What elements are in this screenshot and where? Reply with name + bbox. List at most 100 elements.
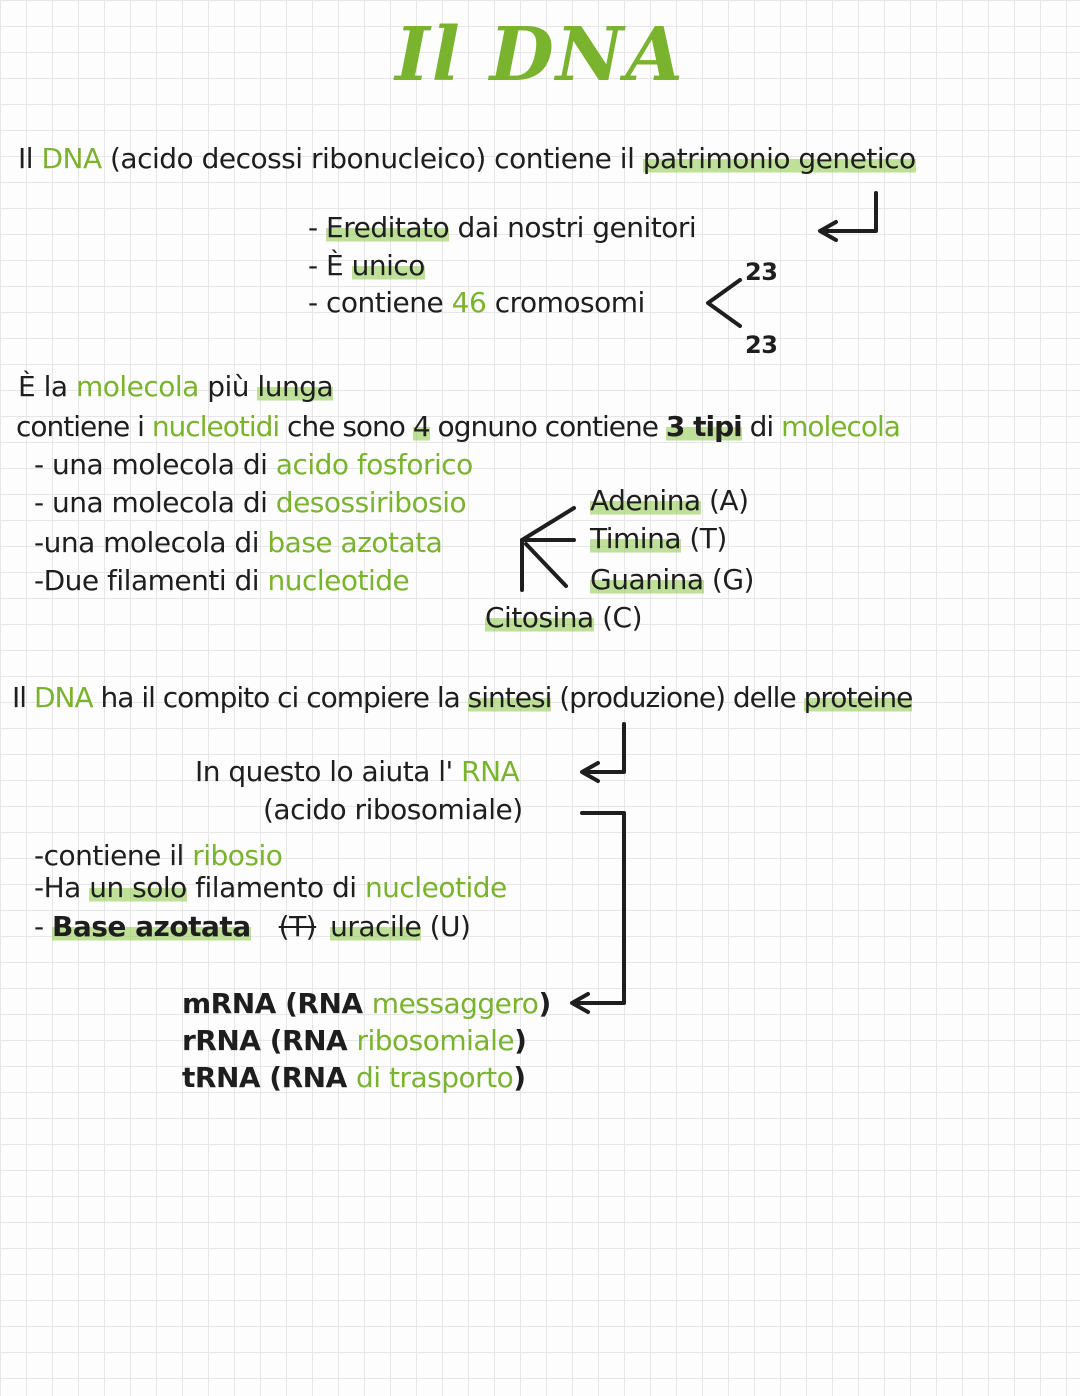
intro-text: Il [18, 142, 42, 175]
desossiribosio-term: desossiribosio [275, 486, 467, 519]
rna-subheading: (acido ribosomiale) [263, 793, 523, 826]
dna-term: DNA [41, 142, 102, 175]
dash: - [308, 211, 327, 244]
property-text: dai nostri genitori [449, 211, 697, 244]
chromosome-count: 23 [745, 331, 778, 359]
arrow-head [570, 992, 590, 1014]
text: - una molecola di [34, 448, 276, 481]
count-4: 4 [412, 410, 431, 443]
tipi-term: 3 tipi [665, 410, 743, 443]
property-text: cromosomi [486, 286, 646, 319]
base-letter: (A) [700, 484, 749, 517]
base-chevron [520, 506, 576, 542]
property-item: - contiene 46 cromosomi [308, 286, 645, 320]
nucleotides-line: contiene i nucleotidi che sono 4 ognuno … [16, 410, 901, 444]
rna-item: -Ha un solo filamento di nucleotide [34, 871, 507, 905]
base-name: Adenina [590, 484, 701, 517]
molecule-item: -Due filamenti di nucleotide [34, 564, 410, 598]
base-guanina: Guanina (G) [590, 563, 754, 597]
rna-type: tRNA (RNA di trasporto) [182, 1061, 526, 1095]
text: - una molecola di [34, 486, 276, 519]
nucleotide-term: nucleotide [364, 871, 507, 904]
molecola-term: molecola [75, 370, 199, 403]
page-title: Il DNA [395, 12, 685, 98]
molecule-item: - una molecola di desossiribosio [34, 486, 467, 520]
proteine-term: proteine [803, 681, 913, 714]
count-46: 46 [451, 286, 487, 319]
property-item: - È unico [308, 249, 425, 283]
text: più [198, 370, 258, 403]
arrow-head [580, 761, 600, 783]
text: che sono [279, 410, 413, 443]
base-adenina: Adenina (A) [590, 484, 749, 518]
text: (U) [421, 910, 471, 943]
text: -una molecola di [34, 526, 268, 559]
trasporto-term: di trasporto [356, 1061, 514, 1094]
crossed-thymine: (T) [278, 910, 317, 943]
base-azotata-term: base azotata [267, 526, 443, 559]
property-text: contiene [326, 286, 452, 319]
molecule-line: È la molecola più lunga [18, 370, 334, 404]
rna-heading: In questo lo aiuta l' RNA [195, 755, 520, 789]
base-letter: (C) [593, 601, 643, 634]
chromosome-count: 23 [745, 258, 778, 286]
text: -contiene il [34, 839, 193, 872]
text: ) [513, 1061, 526, 1094]
text: Il [12, 681, 34, 714]
sintesi-line: Il DNA ha il compito ci compiere la sint… [12, 681, 913, 715]
text: (produzione) delle [551, 681, 804, 714]
base-azotata-term: Base azotata [52, 910, 251, 943]
uracile-term: uracile [330, 910, 422, 943]
base-letter: (G) [703, 563, 755, 596]
molecule-item: - una molecola di acido fosforico [34, 448, 473, 482]
acido-fosforico-term: acido fosforico [275, 448, 474, 481]
dash: - [308, 249, 327, 282]
rna-arrow [582, 722, 626, 774]
unico-term: unico [351, 249, 425, 282]
text: È la [18, 370, 76, 403]
messaggero-term: messaggero [371, 987, 539, 1020]
lunga-term: lunga [257, 370, 334, 403]
base-name: Timina [590, 522, 681, 555]
text: -Due filamenti di [34, 564, 268, 597]
property-item: - Ereditato dai nostri genitori [308, 211, 697, 245]
base-citosina: Citosina (C) [485, 601, 643, 635]
bracket [572, 811, 626, 1005]
dna-term: DNA [33, 681, 94, 714]
text: tRNA (RNA [182, 1061, 357, 1094]
base-name: Guanina [590, 563, 704, 596]
property-text: È [326, 249, 352, 282]
rna-type: mRNA (RNA messaggero) [182, 987, 551, 1021]
text: filamento di [186, 871, 365, 904]
molecule-item: -una molecola di base azotata [34, 526, 443, 560]
rna-type: rRNA (RNA ribosomiale) [182, 1024, 527, 1058]
ribosio-term: ribosio [192, 839, 283, 872]
rna-term: RNA [461, 755, 520, 788]
base-letter: (T) [680, 522, 727, 555]
text: -Ha [34, 871, 90, 904]
intro-line: Il DNA (acido decossi ribonucleico) cont… [18, 142, 916, 176]
ribosomiale-term: ribosomiale [356, 1024, 515, 1057]
text: ognuno contiene [429, 410, 666, 443]
sintesi-term: sintesi [467, 681, 552, 714]
text: mRNA (RNA [182, 987, 372, 1020]
base-name: Citosina [485, 601, 594, 634]
arrow-head [818, 220, 838, 242]
molecola-term: molecola [781, 410, 901, 443]
text: rRNA (RNA [182, 1024, 357, 1057]
patrimonio-term: patrimonio genetico [642, 142, 916, 175]
ereditato-term: Ereditato [326, 211, 450, 244]
text: ) [538, 987, 551, 1020]
return-arrow [820, 191, 878, 233]
intro-text: (acido decossi ribonucleico) contiene il [101, 142, 643, 175]
base-chevron [524, 542, 568, 588]
dash: - [308, 286, 327, 319]
text: ha il compito ci compiere la [92, 681, 468, 714]
rna-item: -contiene il ribosio [34, 839, 283, 873]
text: In questo lo aiuta l' [195, 755, 462, 788]
split-chevron [706, 278, 742, 328]
un-solo-term: un solo [89, 871, 187, 904]
nucleotide-term: nucleotide [267, 564, 410, 597]
text: contiene i [16, 410, 152, 443]
